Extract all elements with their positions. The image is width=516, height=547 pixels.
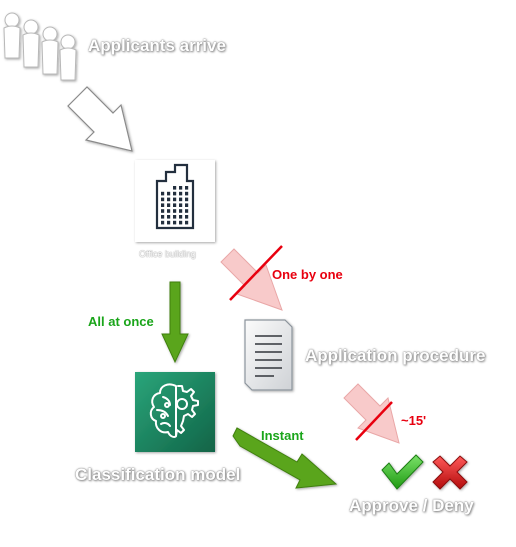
model-label: Classification model [75,465,241,484]
edge-label-one-by-one: One by one [272,267,343,282]
procedure-label: Application procedure [305,346,486,365]
cross-icon [432,455,468,490]
outcome-label: Approve / Deny [349,496,474,515]
applicants-title: Applicants arrive [88,36,226,55]
brain-gear-icon [135,372,215,452]
office-building-icon [155,163,195,230]
arrow-office-to-procedure [220,245,283,311]
arrow-model-to-outcome [232,427,338,489]
arrow-office-to-model [161,281,189,364]
edge-label-wait-time: ~15' [401,413,427,428]
office-label: Office building [139,249,196,259]
people-group-icon [3,12,77,81]
arrow-applicants-to-office [67,86,133,152]
edge-label-all-at-once: All at once [88,314,154,329]
document-icon [244,319,293,391]
arrow-procedure-to-outcome [343,383,400,444]
edge-label-instant: Instant [261,428,304,443]
check-icon [381,454,424,490]
